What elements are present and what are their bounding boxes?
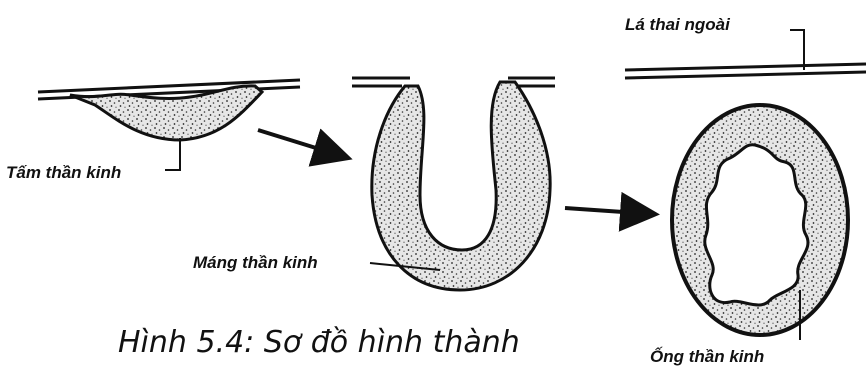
label-neural-plate: Tấm thần kinh [6, 163, 121, 182]
neural-tube-lumen [705, 145, 808, 305]
arrow-plate-to-groove [258, 130, 345, 157]
figure-caption: Hình 5.4: Sơ đồ hình thành [118, 325, 520, 360]
outer-layer-line-top [625, 64, 866, 70]
arrow-groove-to-tube [565, 208, 652, 214]
neural-plate-leader-line [165, 138, 180, 170]
stage-neural-groove: Máng thần kinh [193, 78, 555, 290]
label-outer-layer: Lá thai ngoài [625, 15, 731, 34]
stage-neural-plate: Tấm thần kinh [6, 80, 300, 182]
stage-neural-tube: Lá thai ngoài Ống thần kinh [625, 15, 866, 366]
neural-groove-shape [372, 82, 550, 290]
label-neural-groove: Máng thần kinh [193, 253, 318, 272]
outer-layer-line-bottom [625, 72, 866, 78]
label-neural-tube: Ống thần kinh [650, 347, 764, 366]
outer-layer-leader-line [790, 30, 804, 70]
